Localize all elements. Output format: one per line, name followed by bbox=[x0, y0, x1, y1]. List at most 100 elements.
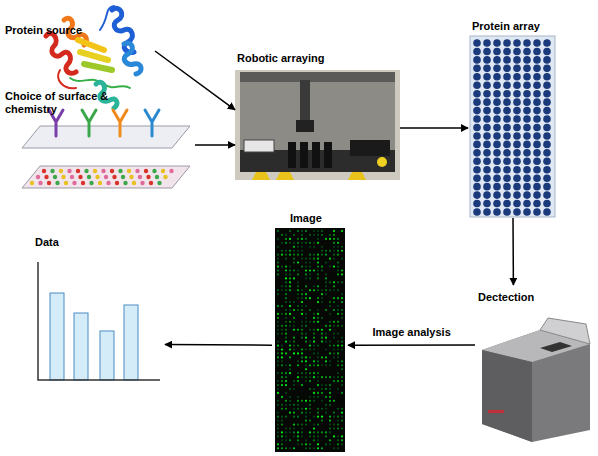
fluorescent-spot bbox=[281, 289, 283, 291]
sample-dot bbox=[101, 169, 105, 173]
array-spot bbox=[503, 200, 511, 208]
fluorescent-spot bbox=[293, 384, 295, 386]
array-spot bbox=[473, 191, 481, 199]
fluorescent-spot bbox=[305, 285, 307, 287]
fluorescent-spot bbox=[317, 317, 319, 319]
fluorescent-spot bbox=[293, 380, 295, 382]
fluorescent-spot bbox=[301, 333, 303, 335]
array-spot bbox=[493, 48, 501, 56]
fluorescent-spot bbox=[293, 329, 295, 331]
fluorescent-spot bbox=[321, 333, 323, 335]
step-heading: Protein array bbox=[472, 20, 540, 33]
fluorescent-spot bbox=[333, 427, 335, 429]
array-spot bbox=[503, 39, 511, 47]
fluorescent-spot bbox=[321, 269, 323, 271]
fluorescent-spot bbox=[281, 344, 283, 346]
array-spot bbox=[533, 124, 541, 132]
fluorescent-spot bbox=[337, 305, 339, 307]
fluorescent-spot bbox=[289, 372, 291, 374]
fluorescent-spot bbox=[325, 309, 327, 311]
array-spot bbox=[483, 107, 491, 115]
fluorescent-spot bbox=[309, 242, 311, 244]
fluorescent-spot bbox=[313, 352, 315, 354]
fluorescent-spot bbox=[301, 301, 303, 303]
fluorescent-spot bbox=[329, 234, 331, 236]
fluorescent-spot bbox=[277, 392, 279, 394]
fluorescent-spot bbox=[301, 321, 303, 323]
array-spot bbox=[493, 65, 501, 73]
array-spot bbox=[513, 48, 521, 56]
fluorescent-spot bbox=[333, 234, 335, 236]
loop bbox=[58, 70, 76, 88]
step-heading: Robotic arraying bbox=[237, 52, 324, 65]
bar bbox=[124, 305, 138, 380]
fluorescent-spot bbox=[305, 412, 307, 414]
fluorescent-spot bbox=[301, 325, 303, 327]
fluorescent-spot bbox=[281, 364, 283, 366]
fluorescent-spot bbox=[341, 269, 343, 271]
array-spot bbox=[493, 90, 501, 98]
slide bbox=[470, 36, 555, 217]
fluorescent-spot bbox=[293, 416, 295, 418]
array-spot bbox=[513, 200, 521, 208]
fluorescent-spot bbox=[293, 321, 295, 323]
fluorescent-spot bbox=[285, 435, 287, 437]
array-spot bbox=[503, 174, 511, 182]
sample-dot bbox=[47, 181, 51, 185]
fluorescent-spot bbox=[329, 321, 331, 323]
fluorescent-spot bbox=[297, 416, 299, 418]
fluorescent-spot bbox=[313, 423, 315, 425]
fluorescent-spot bbox=[309, 364, 311, 366]
fluorescent-spot bbox=[333, 258, 335, 260]
fluorescent-spot bbox=[337, 238, 339, 240]
sample-dot bbox=[129, 175, 133, 179]
fluorescent-spot bbox=[305, 408, 307, 410]
fluorescent-spot bbox=[321, 250, 323, 252]
fluorescent-spot bbox=[337, 435, 339, 437]
array-spot bbox=[543, 90, 551, 98]
fluorescent-spot bbox=[337, 447, 339, 449]
fluorescent-spot bbox=[277, 341, 279, 343]
fluorescent-spot bbox=[321, 400, 323, 402]
chart-axis bbox=[38, 262, 160, 380]
fluorescent-spot bbox=[337, 309, 339, 311]
fluorescent-spot bbox=[277, 427, 279, 429]
fluorescent-spot bbox=[297, 364, 299, 366]
fluorescent-spot bbox=[305, 420, 307, 422]
fluorescent-spot bbox=[281, 443, 283, 445]
array-spot bbox=[473, 124, 481, 132]
fluorescent-spot bbox=[329, 265, 331, 267]
array-spot bbox=[523, 65, 531, 73]
fluorescent-spot bbox=[293, 242, 295, 244]
fluorescence-image bbox=[275, 228, 345, 452]
array-spot bbox=[523, 183, 531, 191]
fluorescent-spot bbox=[317, 416, 319, 418]
fluorescent-spot bbox=[329, 427, 331, 429]
fluorescent-spot bbox=[277, 317, 279, 319]
fluorescent-spot bbox=[321, 234, 323, 236]
fluorescent-spot bbox=[333, 297, 335, 299]
fluorescent-spot bbox=[297, 376, 299, 378]
fluorescent-spot bbox=[281, 423, 283, 425]
fluorescent-spot bbox=[277, 447, 279, 449]
fluorescent-spot bbox=[329, 416, 331, 418]
fluorescent-spot bbox=[293, 352, 295, 354]
fluorescent-spot bbox=[297, 344, 299, 346]
step-heading: Data bbox=[35, 236, 59, 249]
fluorescent-spot bbox=[341, 384, 343, 386]
fluorescent-spot bbox=[321, 289, 323, 291]
array-spot bbox=[493, 166, 501, 174]
array-spot bbox=[533, 174, 541, 182]
fluorescent-spot bbox=[297, 230, 299, 232]
fluorescent-spot bbox=[317, 344, 319, 346]
fluorescent-spot bbox=[289, 447, 291, 449]
fluorescent-spot bbox=[277, 325, 279, 327]
fluorescent-spot bbox=[313, 246, 315, 248]
fluorescent-spot bbox=[341, 325, 343, 327]
array-spot bbox=[483, 158, 491, 166]
sample-dot bbox=[132, 181, 136, 185]
array-spot bbox=[543, 174, 551, 182]
fluorescent-spot bbox=[341, 273, 343, 275]
array-spot bbox=[513, 73, 521, 81]
fluorescent-spot bbox=[333, 380, 335, 382]
